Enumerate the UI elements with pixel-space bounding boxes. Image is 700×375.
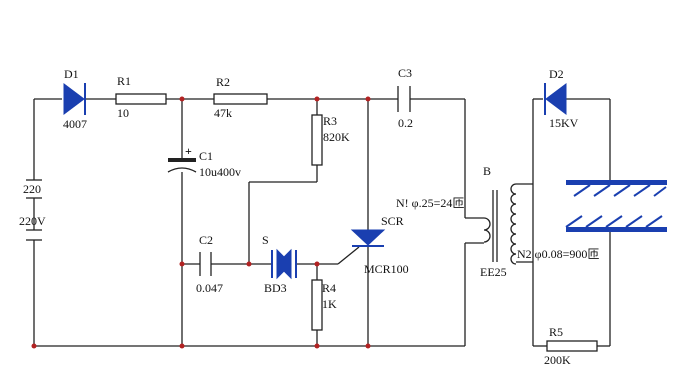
r1-value: 10 [117,106,129,120]
discharge-plates [565,180,667,232]
scr-thyristor [350,229,386,247]
d2-ref: D2 [549,67,564,81]
c3-value: 0.2 [398,116,413,130]
transformer-core: EE25 [480,265,507,279]
ac-source [26,179,42,241]
winding-n1: N! φ.25=24匝 [396,196,464,210]
wires [33,98,611,347]
resistor-r2 [213,93,268,105]
c2-ref: C2 [199,233,213,247]
source-voltage: 220V [19,214,46,228]
r5-value: 200K [544,353,571,367]
resistor-r5 [546,340,598,352]
capacitor-c1 [167,158,197,173]
resistor-r3 [311,114,323,166]
d1-ref: D1 [64,67,79,81]
junction-dots [31,96,371,349]
resistor-r1 [115,93,167,105]
capacitor-c3 [397,86,411,112]
d1-value: 4007 [63,117,87,131]
scr-ref: SCR [381,214,404,228]
r4-ref: R4 [322,281,336,295]
r3-ref: R3 [323,114,337,128]
c1-value: 10u400v [199,165,241,179]
transformer-ref: B [483,164,491,178]
labels: D1 4007 R1 10 R2 47k + C1 10u400v R3 820… [19,66,599,367]
transformer-b [483,183,517,265]
r2-value: 47k [214,106,232,120]
diac-s [271,248,297,280]
r2-ref: R2 [216,75,230,89]
c1-ref: C1 [199,149,213,163]
diode-d2 [544,83,567,115]
c1-plus: + [185,144,192,158]
r4-value: 1K [322,297,337,311]
d2-value: 15KV [549,116,579,130]
s-ref: S [262,233,269,247]
c2-value: 0.047 [196,281,223,295]
r5-ref: R5 [549,325,563,339]
c3-ref: C3 [398,66,412,80]
s-value: BD3 [264,281,287,295]
winding-n2: N2 φ0.08=900匝 [517,247,599,261]
scr-value: MCR100 [364,262,409,276]
resistor-r4 [311,279,323,331]
capacitor-c2 [199,252,212,276]
source-value: 220 [23,182,41,196]
diode-d1 [63,83,86,115]
r1-ref: R1 [117,74,131,88]
r3-value: 820K [323,130,350,144]
